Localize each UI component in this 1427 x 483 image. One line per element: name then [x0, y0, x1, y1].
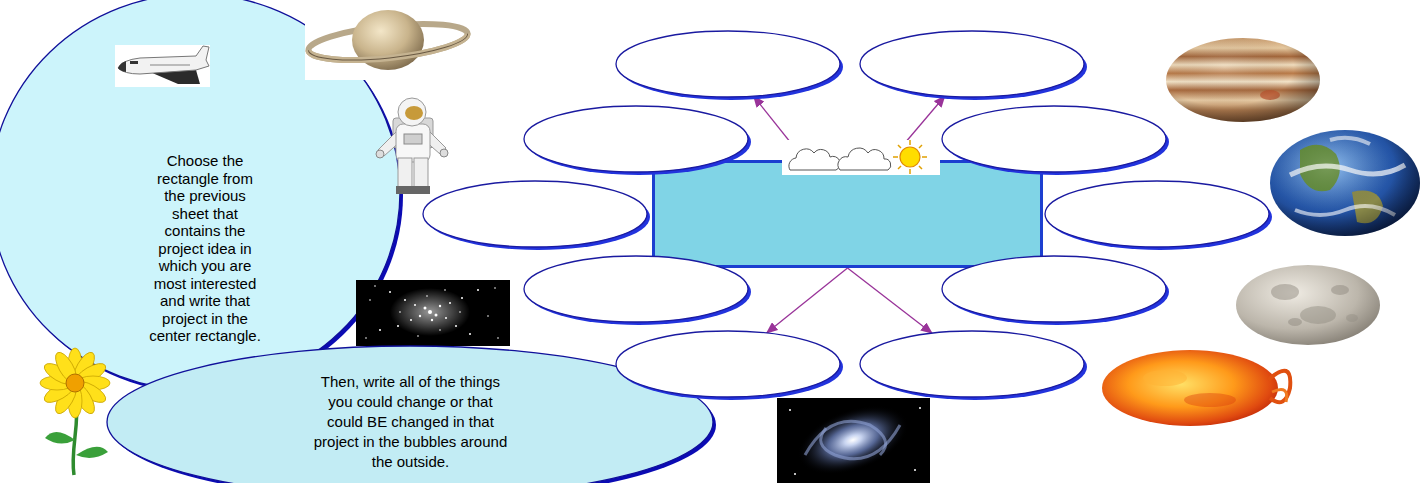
bubble-outline [614, 29, 846, 103]
bubble-outline [421, 179, 653, 253]
bubble-shape [860, 331, 1084, 397]
idea-bubble [940, 104, 1172, 178]
instruction-text: Choose the rectangle from the previous s… [147, 152, 263, 345]
picture [115, 45, 210, 87]
picture [356, 280, 510, 346]
instruction-bubble: Choose the rectangle from the previous s… [0, 0, 406, 396]
bubble-outline [522, 104, 754, 178]
picture [782, 140, 940, 175]
bubble-shape [616, 331, 840, 397]
jupiter-picture [1166, 38, 1320, 122]
bubble-shape [1045, 181, 1269, 247]
bubble-outline [614, 329, 846, 403]
bubble-shape [860, 31, 1084, 97]
bubble-shape [524, 106, 748, 172]
bubble-outline [940, 254, 1172, 328]
arrow-connector [767, 268, 848, 333]
bubble-outline [940, 104, 1172, 178]
project-rectangle [652, 160, 1043, 268]
picture [40, 348, 110, 475]
picture [305, 0, 470, 80]
idea-bubble [858, 329, 1090, 403]
idea-bubble [421, 179, 653, 253]
moon-picture [1236, 265, 1380, 345]
galaxy-picture [777, 392, 930, 483]
arrow-connector [848, 268, 933, 333]
idea-bubble [614, 329, 846, 403]
bubble-outline [1043, 179, 1275, 253]
sun-picture [1102, 350, 1290, 426]
bubble-outline [522, 254, 754, 328]
instruction-text: Then, write all of the things you could … [311, 372, 510, 472]
rectangle-decor [652, 160, 1043, 268]
idea-bubble [1043, 179, 1275, 253]
idea-bubble [522, 104, 754, 178]
bubble-shape [942, 256, 1166, 322]
idea-bubble [522, 254, 754, 328]
bubble-outline [858, 329, 1090, 403]
earth-picture [1270, 130, 1420, 236]
bubble-shape [423, 181, 647, 247]
idea-bubble [940, 254, 1172, 328]
idea-bubble [858, 29, 1090, 103]
picture [376, 98, 448, 194]
bubble-shape [524, 256, 748, 322]
idea-bubble [614, 29, 846, 103]
bubble-shape [616, 31, 840, 97]
bubble-shape [942, 106, 1166, 172]
bubble-outline [858, 29, 1090, 103]
